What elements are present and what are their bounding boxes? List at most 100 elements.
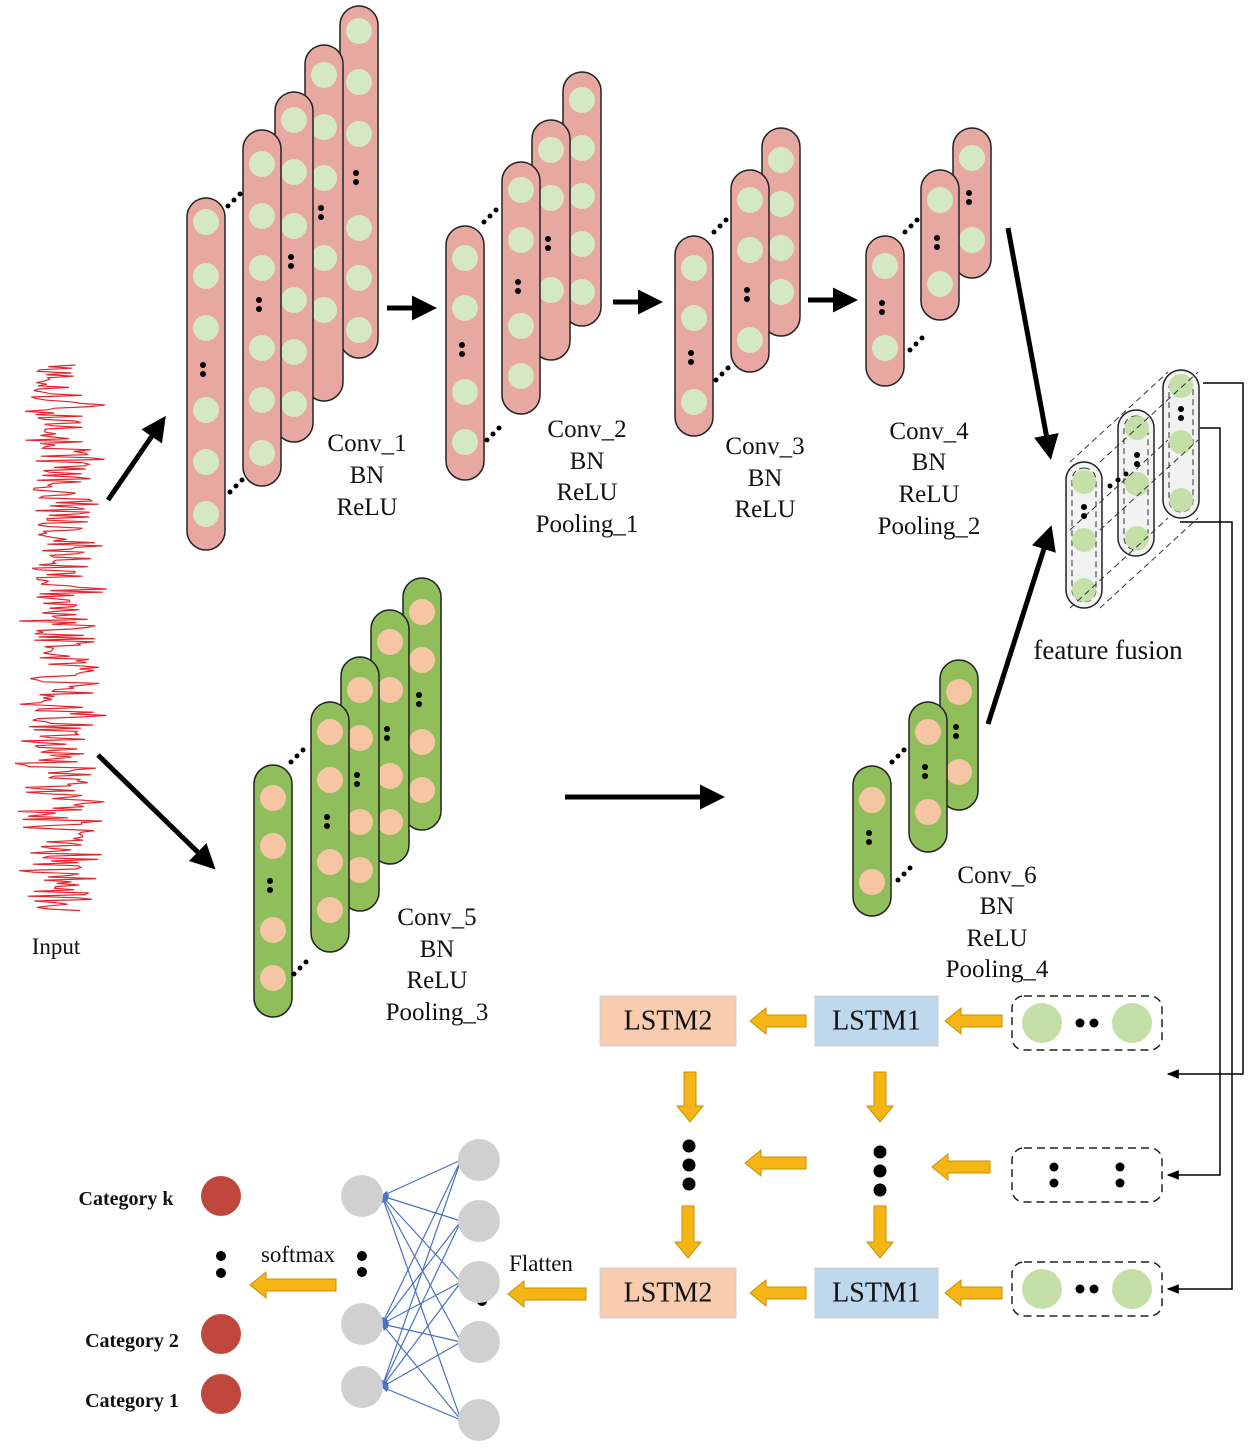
- flatten-label: Flatten: [509, 1251, 573, 1276]
- conv4-column-3-ellipsis-dot: [966, 199, 972, 205]
- conv4-column-3-ellipsis-dot: [966, 190, 972, 196]
- conv2-column-2-ellipsis-dot: [515, 279, 521, 285]
- arrow-lstm1-down-2: [865, 1205, 895, 1259]
- conv1-column-1-node: [193, 397, 219, 423]
- conv2-column-1-body: [445, 225, 485, 481]
- conv4-top-dots-dot: [908, 223, 914, 229]
- conv6-relu-label: ReLU: [966, 925, 1027, 952]
- conv2-column-2-node: [508, 177, 534, 203]
- conv5-column-1-node: [317, 719, 343, 745]
- conv6-column-1-node: [859, 869, 885, 895]
- conv6-column-2-node: [915, 799, 941, 825]
- conv1-bottom-dots-dot: [227, 489, 233, 495]
- conv2-column-4-node: [569, 87, 595, 113]
- conv5-relu-label: ReLU: [406, 967, 467, 994]
- sequence-input-row-1-node: [1112, 1003, 1152, 1043]
- conv1-column-5-node: [346, 317, 372, 343]
- conv6-column-3-ellipsis-dot: [953, 724, 959, 730]
- conv1-column-5-node: [346, 121, 372, 147]
- conv3-column-1-node: [681, 255, 707, 281]
- dense-connection: [381, 1281, 462, 1325]
- output-ellipsis-dot: [216, 1268, 226, 1278]
- conv4-column-1-node: [872, 335, 898, 361]
- conv3-column-2-ellipsis-dot: [744, 296, 750, 302]
- conv5-bottom-dots: [291, 959, 309, 977]
- sequence-input-row-1-ellipsis-dot: [1075, 1018, 1085, 1028]
- conv1-column-5-ellipsis-dot: [353, 179, 359, 185]
- sequence-input-row-1-node: [1022, 1003, 1062, 1043]
- conv2-bn-label: BN: [570, 448, 605, 475]
- conv5-column-4-node: [409, 599, 435, 625]
- conv3-bn-label: BN: [748, 465, 783, 492]
- conv3-column-1-node: [681, 305, 707, 331]
- conv6-column-3-ellipsis-dot: [953, 733, 959, 739]
- fusion-ellipsis-dot: [1134, 452, 1140, 458]
- conv1-column-3-node: [281, 213, 307, 239]
- conv1-column-3-ellipsis-dot: [288, 254, 294, 260]
- conv5-column-4-ellipsis-dot: [416, 701, 422, 707]
- conv2-column-1-node: [452, 429, 478, 455]
- lstm1-bottom-box-label: LSTM1: [832, 1277, 921, 1308]
- conv-branch-1: [186, 5, 992, 551]
- feature-fusion-block: [1065, 369, 1200, 609]
- lstm2-bottom-box-label: LSTM2: [624, 1277, 713, 1308]
- dense-connection: [381, 1159, 462, 1388]
- conv2-column-1: [445, 225, 485, 481]
- fusion-node: [1072, 528, 1096, 552]
- conv6-top-dots-dot: [895, 753, 901, 759]
- fusion-node: [1072, 470, 1096, 494]
- conv6-bn-label: BN: [980, 893, 1015, 920]
- flatten-layer-node: [458, 1200, 500, 1242]
- conv4-column-1-ellipsis-dot: [879, 300, 885, 306]
- conv1-column-1-ellipsis-dot: [200, 362, 206, 368]
- conv2-column-4-node: [569, 279, 595, 305]
- conv1-column-2-ellipsis-dot: [256, 297, 262, 303]
- conv5-column-4-node: [409, 729, 435, 755]
- conv4-column-2: [920, 169, 960, 321]
- conv2-column-3-node: [538, 185, 564, 211]
- conv2-column-3-node: [538, 137, 564, 163]
- conv5-column-3-node: [377, 629, 403, 655]
- fusion-between-dot: [1115, 477, 1121, 483]
- conv3-column-1: [674, 235, 714, 437]
- conv3-bottom-dots-dot: [725, 365, 731, 371]
- category-1-label: Category 1: [85, 1390, 179, 1412]
- conv5-pooling-label: Pooling_3: [386, 999, 489, 1026]
- conv4-column-3-node: [959, 227, 985, 253]
- softmax-label: softmax: [261, 1242, 336, 1267]
- lstm1-top-box-label: LSTM1: [832, 1005, 921, 1036]
- sequence-input-row-3-ellipsis-dot: [1075, 1284, 1085, 1294]
- conv4-top-dots: [902, 217, 920, 235]
- conv6-label: Conv_6: [957, 862, 1036, 889]
- conv3-column-2-node: [737, 327, 763, 353]
- conv2-pooling-label: Pooling_1: [536, 511, 639, 538]
- conv6-bottom-dots-dot: [895, 877, 901, 883]
- conv5-bottom-dots-dot: [303, 959, 309, 965]
- conv5-label: Conv_5: [397, 904, 476, 931]
- conv1-column-1-ellipsis-dot: [200, 371, 206, 377]
- lstm1-sequence-ellipsis-dot: [873, 1145, 887, 1159]
- lstm2-sequence-ellipsis-dot: [682, 1139, 696, 1153]
- conv4-column-3: [952, 127, 992, 279]
- lstm2-top-box: [599, 995, 737, 1047]
- conv3-top-dots-dot: [717, 223, 723, 229]
- fusion-plane-edge: [1069, 517, 1169, 609]
- fusion-ellipsis-dot: [1134, 461, 1140, 467]
- conv5-column-0-node: [260, 965, 286, 991]
- conv5-bottom-dots-dot: [297, 965, 303, 971]
- conv6-column-1-node: [859, 787, 885, 813]
- conv1-column-2-ellipsis-dot: [256, 306, 262, 312]
- category-2-label: Category 2: [85, 1330, 179, 1352]
- feature-fusion-label: feature fusion: [1033, 635, 1183, 665]
- conv4-relu-label: ReLU: [898, 481, 959, 508]
- conv1-column-3: [274, 91, 314, 443]
- sequence-input-row-2: [1011, 1147, 1163, 1203]
- fusion-between-dot: [1123, 471, 1129, 477]
- dense-connection: [381, 1323, 462, 1421]
- conv4-labels: Conv_4 BN ReLU Pooling_2: [878, 418, 981, 540]
- conv3-column-2-body: [730, 169, 770, 373]
- conv3-column-1-ellipsis-dot: [688, 359, 694, 365]
- conv5-column-0-body: [253, 764, 293, 1018]
- conv5-labels: Conv_5 BN ReLU Pooling_3: [386, 904, 489, 1026]
